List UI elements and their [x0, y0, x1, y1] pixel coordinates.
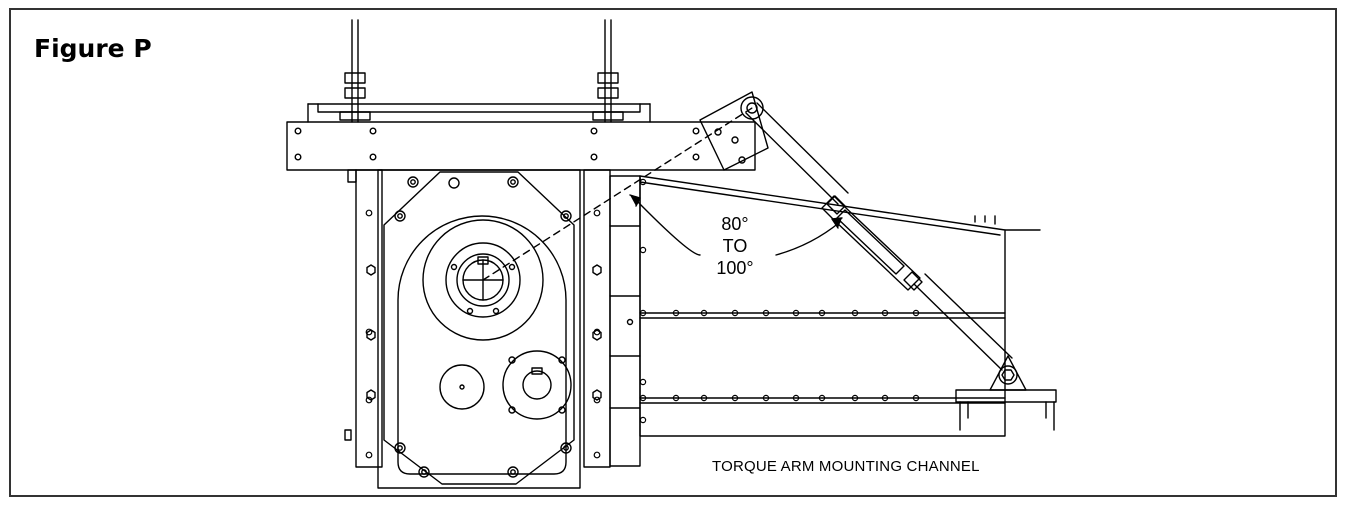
torque-arm-turnbuckle — [745, 102, 1013, 371]
gearbox-housing — [344, 169, 581, 489]
channel-caption: TORQUE ARM MOUNTING CHANNEL — [712, 458, 980, 475]
spacer-plates — [609, 175, 641, 467]
figure-title: Figure P — [34, 34, 152, 63]
torque-arm-mounting-channel — [639, 175, 1041, 437]
reference-dashed-line — [482, 107, 753, 281]
angle-max-text: 100° — [716, 258, 754, 278]
anchor-bracket — [955, 355, 1057, 431]
threaded-rods — [344, 19, 619, 123]
figure-frame — [9, 8, 1337, 497]
angle-min-text: 80° — [721, 214, 749, 234]
angle-arc — [629, 194, 843, 256]
angle-range-label: 80° TO 100° — [698, 213, 772, 279]
horizontal-mounting-bar — [286, 121, 756, 171]
vertical-side-bars — [355, 169, 611, 468]
clamp-plate — [307, 103, 651, 123]
angle-to-text: TO — [722, 236, 748, 256]
